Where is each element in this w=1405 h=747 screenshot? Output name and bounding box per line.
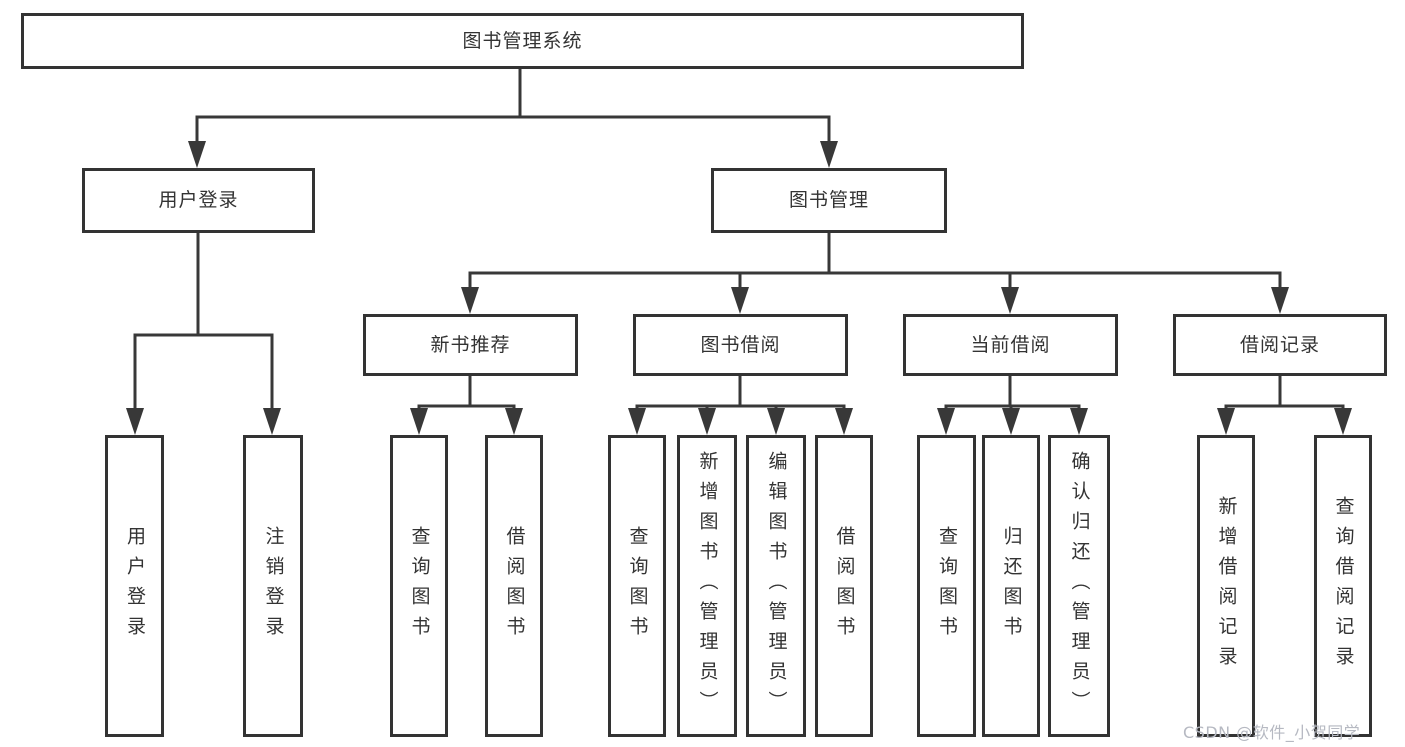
leaf-borrow-books-label: 借阅图书: [833, 526, 856, 646]
leaf-query-books-recommend: 查询图书: [390, 435, 448, 737]
leaf-edit-books-admin-label: 编辑图书（管理员）: [765, 451, 788, 721]
leaf-query-books-current: 查询图书: [917, 435, 976, 737]
leaf-add-borrow-record-label: 新增借阅记录: [1215, 496, 1238, 676]
node-book-management: 图书管理: [711, 168, 947, 233]
leaf-add-books-admin-label: 新增图书（管理员）: [696, 451, 719, 721]
leaf-user-login-label: 用户登录: [124, 526, 146, 646]
leaf-query-books-current-label: 查询图书: [936, 526, 958, 646]
leaf-add-borrow-record: 新增借阅记录: [1197, 435, 1255, 737]
watermark: CSDN @软件_小贺同学: [1183, 723, 1361, 742]
leaf-user-login: 用户登录: [105, 435, 164, 737]
node-book-borrowing: 图书借阅: [633, 314, 848, 376]
node-library-management-system-label: 图书管理系统: [462, 29, 583, 52]
leaf-add-books-admin: 新增图书（管理员）: [677, 435, 737, 737]
node-borrowing-records-label: 借阅记录: [1239, 333, 1320, 356]
node-borrowing-records: 借阅记录: [1173, 314, 1387, 376]
leaf-confirm-return-admin: 确认归还（管理员）: [1048, 435, 1110, 737]
leaf-borrow-books-recommend: 借阅图书: [485, 435, 543, 737]
leaf-logout-label: 注销登录: [262, 526, 285, 646]
leaf-return-books-label: 归还图书: [1000, 526, 1023, 646]
node-book-borrowing-label: 图书借阅: [700, 333, 781, 356]
node-new-book-recommendation: 新书推荐: [363, 314, 578, 376]
leaf-edit-books-admin: 编辑图书（管理员）: [746, 435, 806, 737]
node-user-login-label: 用户登录: [158, 189, 239, 211]
node-new-book-recommendation-label: 新书推荐: [430, 333, 511, 356]
leaf-query-borrow-record-label: 查询借阅记录: [1332, 496, 1355, 676]
node-current-borrowing: 当前借阅: [903, 314, 1118, 376]
node-current-borrowing-label: 当前借阅: [970, 333, 1051, 356]
leaf-logout: 注销登录: [243, 435, 303, 737]
leaf-query-books-borrowing: 查询图书: [608, 435, 666, 737]
leaf-return-books: 归还图书: [982, 435, 1040, 737]
arrowheads: [126, 141, 1352, 435]
leaf-confirm-return-admin-label: 确认归还（管理员）: [1068, 451, 1091, 721]
node-library-management-system: 图书管理系统: [21, 13, 1024, 69]
node-user-login: 用户登录: [82, 168, 315, 233]
leaf-query-borrow-record: 查询借阅记录: [1314, 435, 1372, 737]
leaf-borrow-books-recommend-label: 借阅图书: [503, 526, 526, 646]
leaf-query-books-recommend-label: 查询图书: [408, 526, 431, 646]
node-book-management-label: 图书管理: [788, 189, 869, 211]
leaf-query-books-borrowing-label: 查询图书: [626, 526, 649, 646]
leaf-borrow-books: 借阅图书: [815, 435, 873, 737]
